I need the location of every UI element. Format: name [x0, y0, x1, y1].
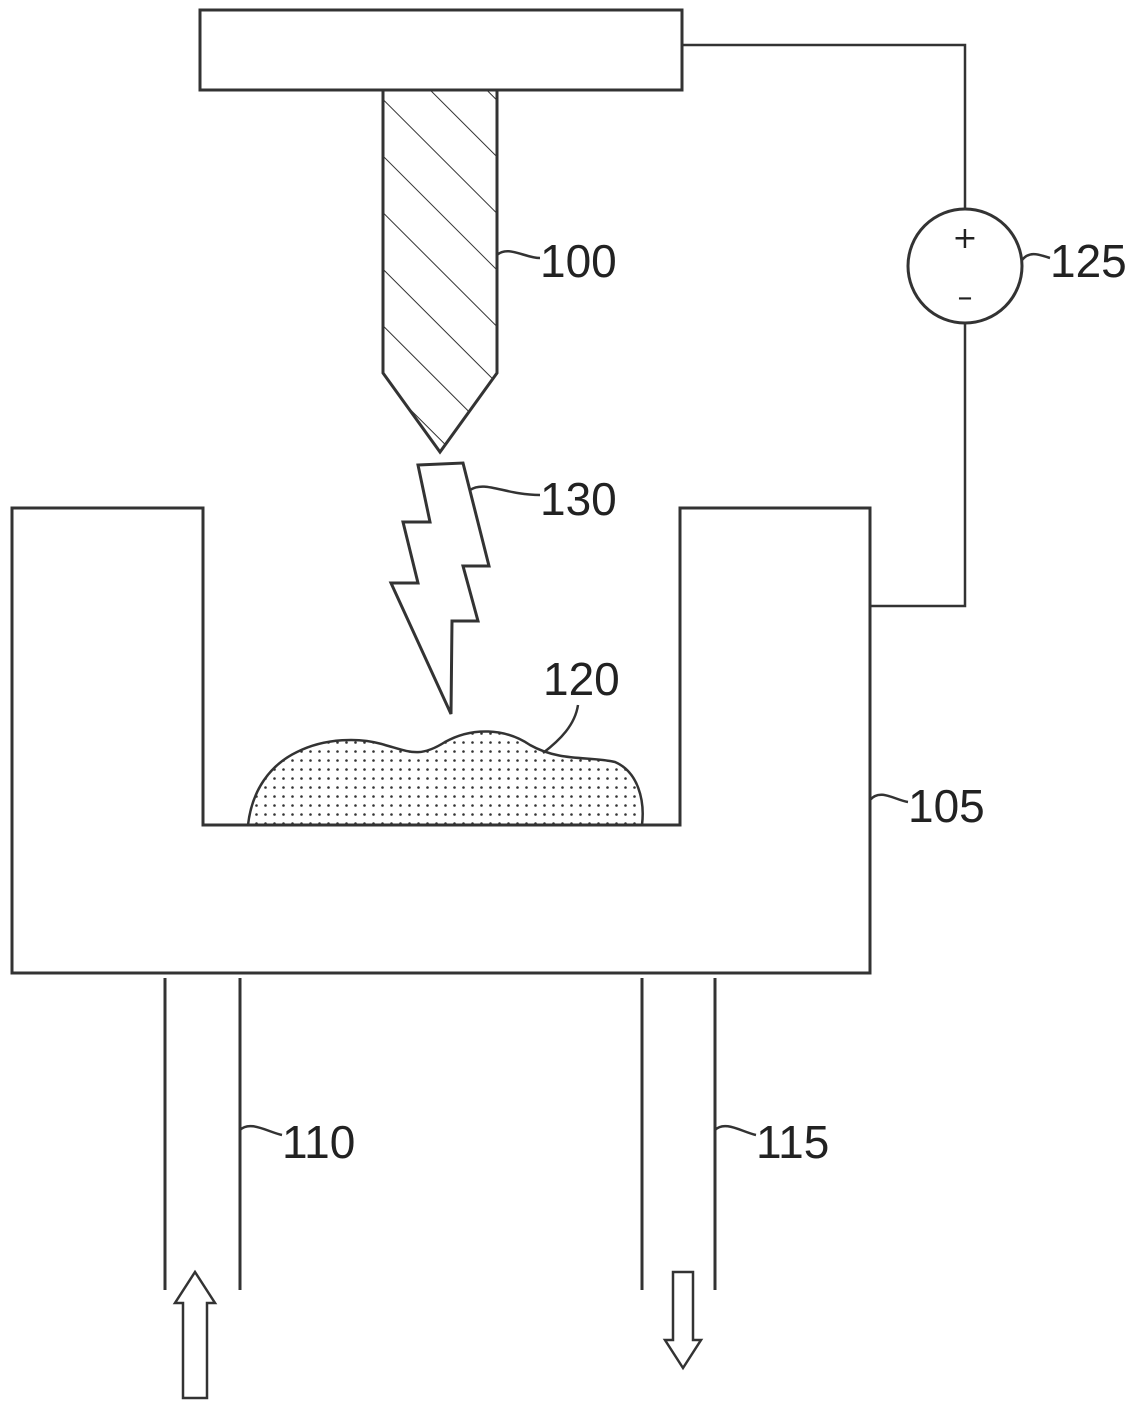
- power-source: + –: [908, 209, 1022, 323]
- inflow-arrow: [175, 1272, 215, 1398]
- label-105: 105: [908, 780, 985, 832]
- outflow-arrow: [665, 1272, 701, 1368]
- label-125: 125: [1050, 235, 1127, 287]
- label-130: 130: [540, 473, 617, 525]
- sample: [248, 731, 643, 825]
- top-plate: [200, 10, 682, 90]
- label-100: 100: [540, 235, 617, 287]
- electrode: [370, 80, 510, 460]
- label-110: 110: [282, 1116, 355, 1168]
- label-120: 120: [543, 653, 620, 705]
- discharge-bolt: [391, 463, 489, 714]
- wire-bottom: [870, 324, 965, 606]
- plus-sign: +: [952, 221, 977, 256]
- inlet-pipe: [165, 978, 240, 1290]
- wire-top: [682, 45, 965, 208]
- minus-sign: –: [958, 280, 973, 315]
- label-115: 115: [756, 1116, 829, 1168]
- outlet-pipe: [642, 978, 715, 1290]
- leader-lines: [240, 251, 1050, 1135]
